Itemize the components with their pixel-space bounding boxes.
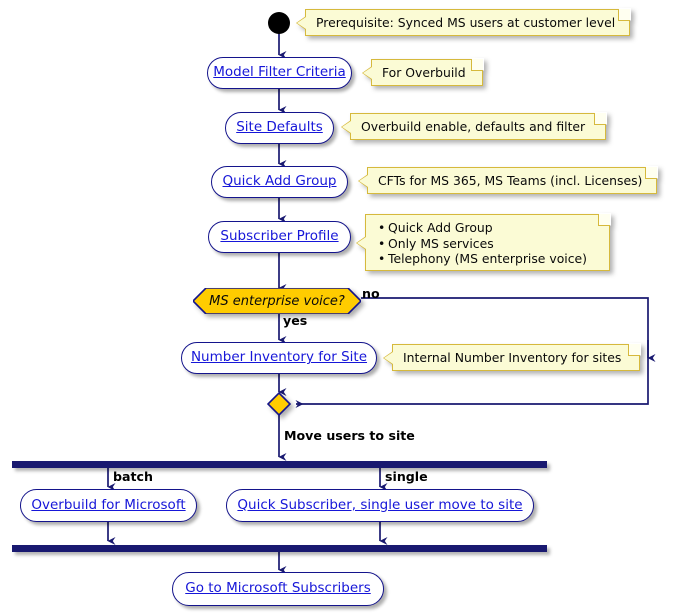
note-bullet-item: Quick Add Group (378, 220, 600, 236)
activity-label: Subscriber Profile (220, 228, 339, 245)
note-subscriber-profile: Quick Add Group Only MS services Telepho… (356, 213, 611, 271)
activity-model-filter-criteria[interactable]: Model Filter Criteria (207, 57, 352, 89)
note-text: CFTs for MS 365, MS Teams (incl. License… (378, 173, 643, 188)
activity-subscriber-profile[interactable]: Subscriber Profile (208, 221, 351, 253)
activity-label: Model Filter Criteria (213, 64, 346, 81)
activity-quick-subscriber-single-user-move-to-site[interactable]: Quick Subscriber, single user move to si… (226, 489, 534, 522)
note-text: Overbuild enable, defaults and filter (361, 119, 586, 134)
note-text: Internal Number Inventory for sites (403, 350, 622, 365)
merge-shape (266, 391, 292, 417)
fork-bar (12, 461, 547, 468)
edge-label-batch: batch (113, 469, 153, 484)
decision-label: MS enterprise voice? (209, 293, 345, 309)
note-overbuild-enable: Overbuild enable, defaults and filter (341, 112, 607, 140)
note-bullet-item: Only MS services (378, 236, 600, 252)
note-text: Prerequisite: Synced MS users at custome… (316, 15, 616, 30)
note-cfts: CFTs for MS 365, MS Teams (incl. License… (358, 166, 658, 194)
merge-diamond (266, 391, 292, 417)
note-internal-number-inventory: Internal Number Inventory for sites (383, 343, 641, 371)
decision-ms-enterprise-voice[interactable]: MS enterprise voice? (191, 287, 363, 315)
edge-label-single: single (385, 469, 428, 484)
note-prerequisite: Prerequisite: Synced MS users at custome… (296, 8, 631, 36)
note-for-overbuild: For Overbuild (362, 58, 484, 86)
activity-quick-add-group[interactable]: Quick Add Group (211, 166, 348, 198)
edge-label-no: no (362, 286, 380, 301)
start-node (268, 12, 290, 34)
activity-label: Site Defaults (236, 119, 323, 136)
activity-number-inventory-for-site[interactable]: Number Inventory for Site (181, 342, 377, 374)
note-text: For Overbuild (382, 65, 466, 80)
activity-label: Number Inventory for Site (190, 349, 368, 366)
edge-label-yes: yes (283, 313, 308, 328)
activity-overbuild-for-microsoft[interactable]: Overbuild for Microsoft (20, 489, 197, 522)
note-bullet-list: Quick Add Group Only MS services Telepho… (376, 220, 600, 267)
activity-site-defaults[interactable]: Site Defaults (225, 112, 334, 144)
activity-label: Overbuild for Microsoft (31, 496, 186, 513)
activity-label: Quick Subscriber, single user move to si… (237, 496, 523, 513)
activity-label: Go to Microsoft Subscribers (185, 580, 371, 597)
note-bullet-item: Telephony (MS enterprise voice) (378, 251, 600, 267)
join-bar (12, 545, 547, 552)
activity-label: Quick Add Group (222, 173, 337, 190)
edge-label-move-users-to-site: Move users to site (284, 428, 415, 443)
activity-go-to-microsoft-subscribers[interactable]: Go to Microsoft Subscribers (172, 572, 384, 606)
